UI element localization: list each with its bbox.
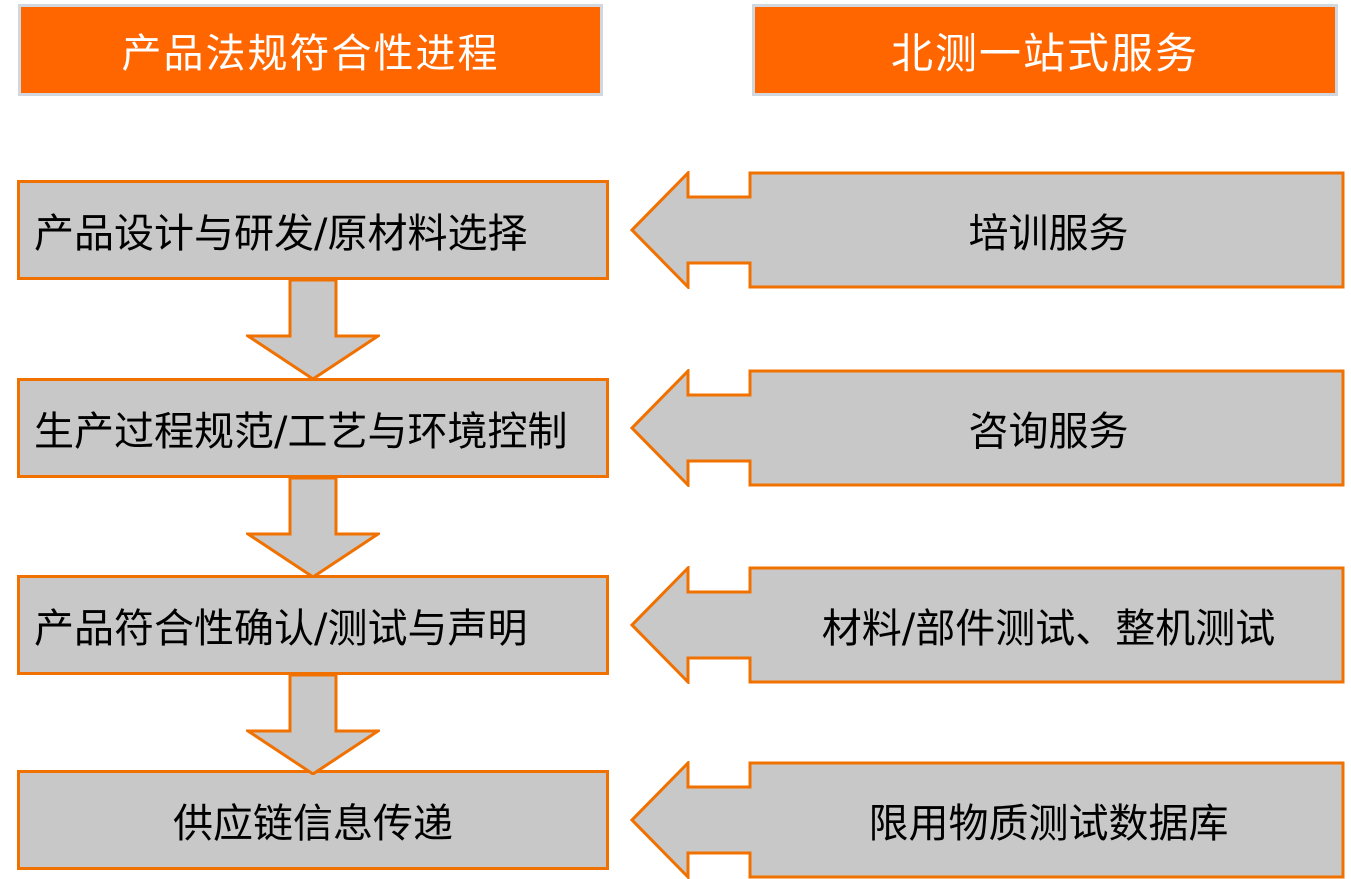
service-arrow-4[interactable]: 限用物质测试数据库 bbox=[630, 761, 1345, 879]
service-label-1: 培训服务 bbox=[968, 211, 1129, 257]
service-arrow-label-wrap: 培训服务 bbox=[752, 171, 1345, 289]
service-arrow-2[interactable]: 咨询服务 bbox=[630, 369, 1345, 487]
arrow-left-icon bbox=[630, 369, 1345, 487]
service-arrow-label-wrap: 咨询服务 bbox=[752, 369, 1345, 487]
header-banner-services-label: 北测一站式服务 bbox=[890, 28, 1199, 78]
service-label-3: 材料/部件测试、整机测试 bbox=[821, 606, 1276, 652]
process-step-box-2[interactable]: 生产过程规范/工艺与环境控制 bbox=[17, 378, 609, 478]
service-arrow-label-wrap: 材料/部件测试、整机测试 bbox=[752, 566, 1345, 684]
process-step-label-1: 产品设计与研发/原材料选择 bbox=[34, 211, 528, 257]
service-label-2: 咨询服务 bbox=[968, 409, 1129, 455]
arrow-down-icon bbox=[246, 478, 380, 578]
process-step-label-2: 生产过程规范/工艺与环境控制 bbox=[34, 409, 568, 455]
service-label-4: 限用物质测试数据库 bbox=[868, 801, 1229, 847]
service-arrow-label-wrap: 限用物质测试数据库 bbox=[752, 761, 1345, 879]
process-step-label-3: 产品符合性确认/测试与声明 bbox=[34, 606, 528, 652]
arrow-left-icon bbox=[630, 171, 1345, 289]
process-step-box-3[interactable]: 产品符合性确认/测试与声明 bbox=[17, 575, 609, 675]
header-banner-process-label: 产品法规符合性进程 bbox=[121, 31, 500, 77]
arrow-down-icon bbox=[246, 675, 380, 775]
process-step-box-1[interactable]: 产品设计与研发/原材料选择 bbox=[17, 180, 609, 280]
process-step-label-4: 供应链信息传递 bbox=[173, 801, 453, 847]
service-arrow-1[interactable]: 培训服务 bbox=[630, 171, 1345, 289]
header-banner-process: 产品法规符合性进程 bbox=[18, 4, 603, 96]
process-step-box-4[interactable]: 供应链信息传递 bbox=[17, 770, 609, 870]
service-arrow-3[interactable]: 材料/部件测试、整机测试 bbox=[630, 566, 1345, 684]
header-banner-services: 北测一站式服务 bbox=[752, 4, 1338, 96]
arrow-down-icon bbox=[246, 280, 380, 380]
arrow-left-icon bbox=[630, 566, 1345, 684]
